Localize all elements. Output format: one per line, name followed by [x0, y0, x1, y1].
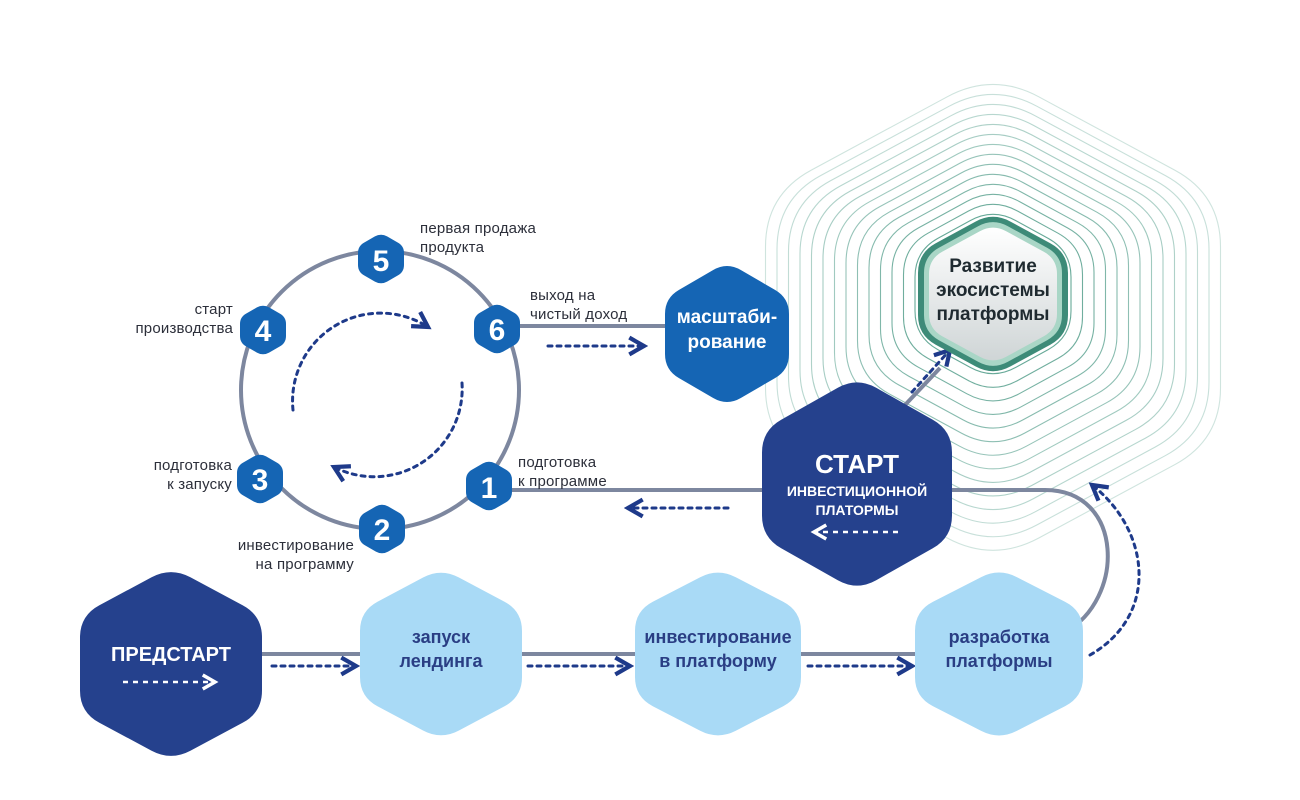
invest-platform-label-line2: в платформу: [659, 651, 777, 671]
stage-develop-platform: разработка платформы: [915, 572, 1083, 736]
start-label-line2: ИНВЕСТИЦИОННОЙ: [787, 482, 927, 499]
cycle-step-1: 1: [466, 461, 512, 511]
ecosystem-label-line1: Развитие: [949, 256, 1037, 277]
step-5-label-line2: продукта: [420, 239, 485, 256]
step-3-label-line2: к запуску: [167, 476, 232, 493]
cycle-step-3: 3: [237, 454, 283, 504]
connector-lines: [262, 324, 1110, 656]
step-1-number: 1: [481, 472, 498, 505]
ecosystem-ring: [868, 173, 1118, 429]
ecosystem-ring: [764, 83, 1222, 551]
stage-prestart: ПРЕДСТАРТ: [80, 572, 262, 756]
invest-platform-label-line1: инвестирование: [644, 627, 791, 647]
step-6-label-line1: выход на: [530, 287, 596, 304]
ecosystem-contour-rings: [764, 83, 1222, 551]
landing-label-line2: лендинга: [400, 651, 484, 671]
stage-ecosystem: Развитие экосистемы платформы: [918, 216, 1068, 372]
ecosystem-ring: [810, 123, 1176, 497]
step-5-number: 5: [373, 245, 390, 278]
ecosystem-ring: [856, 163, 1130, 443]
step-6-label-line2: чистый доход: [530, 306, 627, 323]
start-label-line1: СТАРТ: [815, 449, 899, 479]
cycle-inner-arrows: [291, 313, 464, 477]
step-4-label-line2: производства: [135, 320, 233, 337]
landing-label-line1: запуск: [412, 627, 471, 647]
step-5-label-line1: первая продажа: [420, 220, 536, 237]
ecosystem-ring: [879, 183, 1107, 415]
step-2-label-line2: на программу: [256, 556, 355, 573]
ecosystem-ring: [799, 113, 1187, 511]
ecosystem-ring: [787, 103, 1199, 524]
cycle-step-6: 6: [474, 304, 520, 354]
step-3-number: 3: [252, 464, 269, 497]
stage-start-invest-platform: СТАРТ ИНВЕСТИЦИОННОЙ ПЛАТОРМЫ: [762, 382, 952, 586]
step-4-number: 4: [255, 315, 272, 348]
step-2-number: 2: [374, 514, 391, 547]
ecosystem-ring: [845, 153, 1141, 456]
step-6-number: 6: [489, 314, 506, 347]
step-3-label-line1: подготовка: [154, 457, 233, 474]
scaling-label-line1: масштаби-: [677, 307, 777, 328]
ecosystem-ring: [776, 93, 1210, 538]
prestart-label: ПРЕДСТАРТ: [111, 644, 231, 666]
stage-landing: запуск лендинга: [360, 572, 522, 736]
cycle-step-4: 4: [240, 305, 286, 355]
cycle-step-5: 5: [358, 234, 404, 284]
ecosystem-label-line2: экосистемы: [936, 280, 1050, 301]
ecosystem-ring: [822, 133, 1164, 483]
step-2-label-line1: инвестирование: [238, 537, 354, 554]
stage-scaling: масштаби- рование: [665, 266, 789, 402]
ecosystem-ring: [833, 143, 1153, 470]
develop-platform-label-line1: разработка: [949, 627, 1051, 647]
flow-arrows: [270, 346, 1141, 666]
step-1-label-line2: к программе: [518, 473, 607, 490]
develop-platform-label-line2: платформы: [945, 651, 1052, 671]
step-1-label-line1: подготовка: [518, 454, 597, 471]
cycle-step-2: 2: [359, 504, 405, 554]
stage-invest-platform: инвестирование в платформу: [635, 572, 801, 736]
ecosystem-label-line3: платформы: [936, 304, 1049, 325]
scaling-label-line2: рование: [688, 332, 767, 353]
step-4-label-line1: старт: [195, 301, 233, 318]
ecosystem-ring: [914, 213, 1072, 375]
start-label-line3: ПЛАТОРМЫ: [816, 502, 899, 518]
ecosystem-ring: [891, 193, 1095, 402]
ecosystem-ring: [902, 203, 1084, 388]
